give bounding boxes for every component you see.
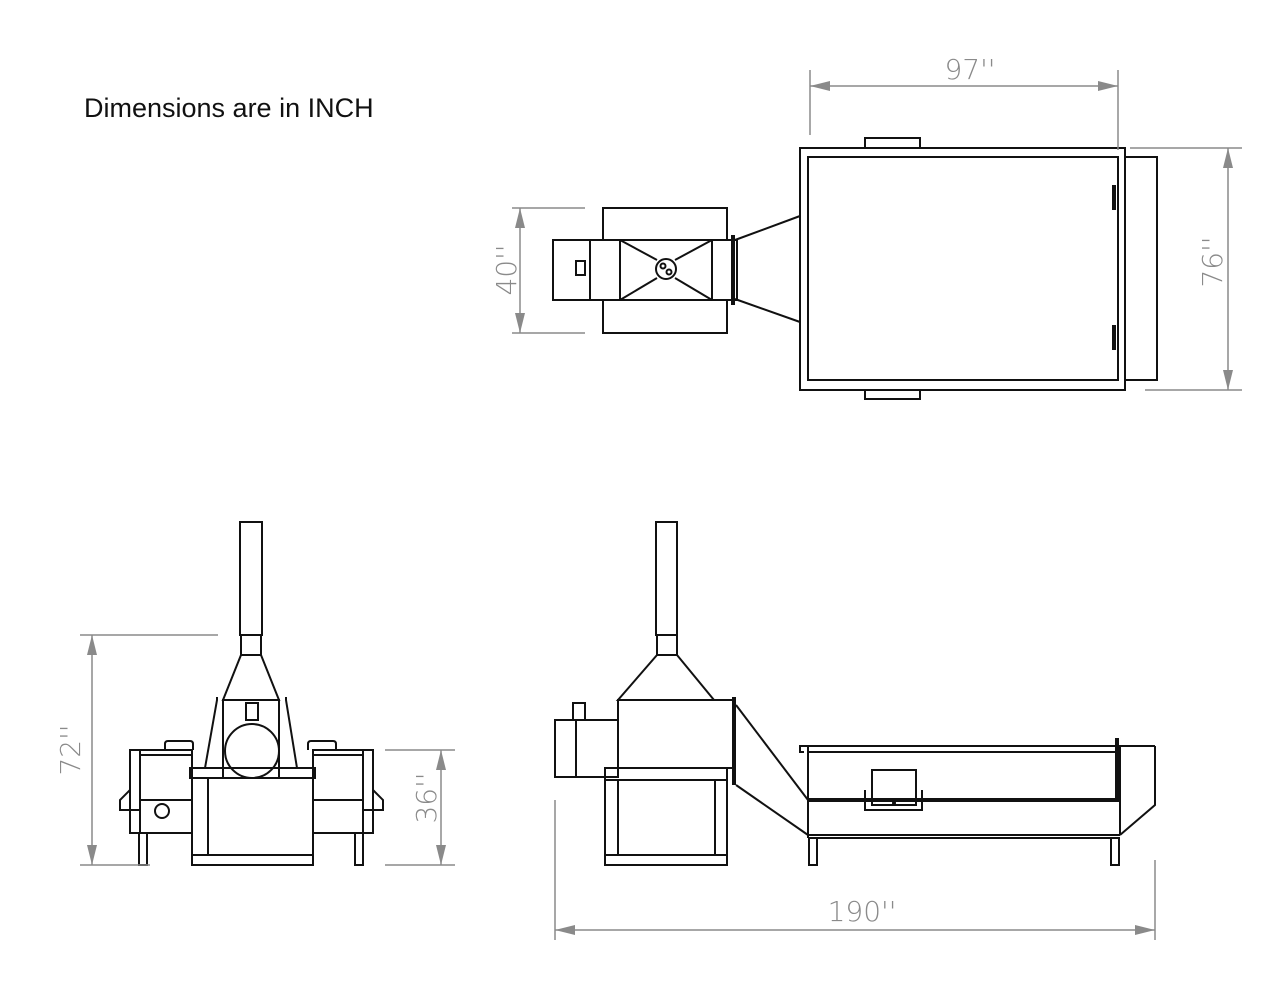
units-note: Dimensions are in INCH (84, 93, 374, 123)
dimension-36: 36'' (385, 749, 455, 866)
front-view (119, 521, 384, 866)
side-view (554, 521, 1156, 866)
dimension-190: 190'' (554, 800, 1156, 940)
top-view (552, 137, 1158, 400)
dimension-40: 40'' (490, 207, 585, 334)
dimension-40-label: 40'' (490, 244, 523, 295)
dimension-72-label: 72'' (54, 724, 87, 775)
dimension-97-label: 97'' (944, 53, 995, 86)
dimension-76-label: 76'' (1196, 236, 1229, 287)
dimension-76: 76'' (1130, 147, 1242, 391)
dimension-190-label: 190'' (828, 895, 897, 928)
dimension-36-label: 36'' (410, 772, 443, 823)
dimension-72: 72'' (54, 634, 218, 866)
dimension-97: 97'' (809, 53, 1119, 150)
